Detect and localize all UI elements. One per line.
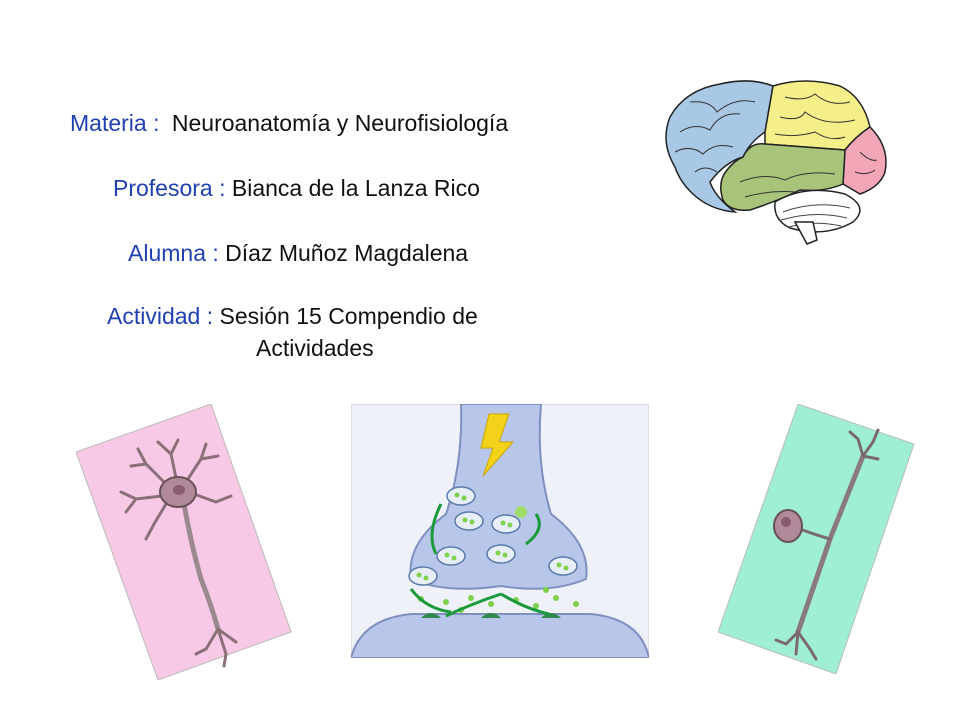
actividad-value: Sesión 15 Compendio de — [219, 303, 478, 329]
actividad-value-continuation: Actividades — [256, 335, 374, 361]
unipolar-neuron-illustration — [718, 404, 918, 674]
materia-value: Neuroanatomía y Neurofisiología — [171, 110, 509, 136]
pink-card — [76, 404, 292, 680]
postsynaptic-membrane — [351, 613, 649, 658]
actividad-label: Actividad : — [107, 303, 214, 329]
materia-label: Materia : — [70, 110, 160, 136]
presynaptic-terminal — [409, 404, 588, 590]
cerebellum-shape — [774, 189, 861, 245]
alumna-label: Alumna : — [128, 240, 219, 266]
alumna-value: Díaz Muñoz Magdalena — [225, 240, 469, 266]
profesora-line: Profesora : Bianca de la Lanza Rico — [113, 174, 480, 202]
lightning-bolt-icon — [480, 413, 515, 477]
profesora-label: Profesora : — [113, 175, 226, 201]
synapse-illustration — [351, 404, 649, 658]
profesora-value: Bianca de la Lanza Rico — [231, 175, 480, 201]
alumna-line: Alumna : Díaz Muñoz Magdalena — [128, 239, 468, 267]
mint-card — [718, 404, 915, 674]
temporal-lobe — [720, 143, 846, 212]
materia-line: Materia : Neuroanatomía y Neurofisiologí… — [70, 109, 508, 137]
actividad-line: Actividad : Sesión 15 Compendio de — [107, 302, 478, 330]
occipital-lobe — [842, 126, 887, 195]
multipolar-neuron-illustration — [76, 404, 296, 680]
brain-lobes-illustration — [655, 72, 900, 247]
